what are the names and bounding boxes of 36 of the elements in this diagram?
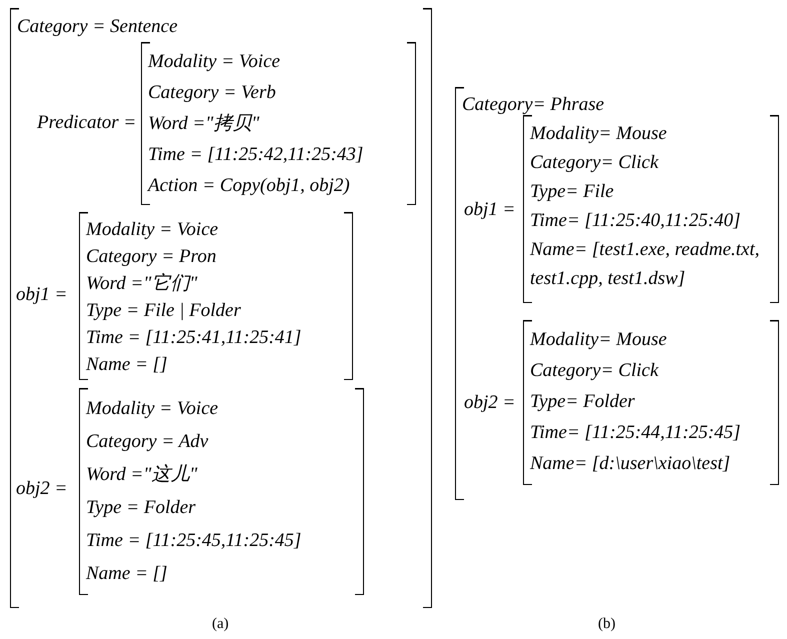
matrix-label: obj1 = <box>464 199 516 221</box>
attribute-row-text: Name= [test1.exe, readme.txt, test1.cpp, test1.dsw] <box>530 238 760 291</box>
attribute-row-text: Category= Phrase <box>462 93 604 117</box>
attribute-row-text: Category = Pron <box>86 245 216 269</box>
attribute-row-text: Type = File | Folder <box>86 299 241 323</box>
attribute-row-text: Category= Click <box>530 151 658 175</box>
attribute-row-text: Name= [d:\user\xiao\test] <box>530 452 730 476</box>
attribute-row-text: Category= Click <box>530 359 658 383</box>
attribute-row-text: Modality = Voice <box>86 397 218 421</box>
attribute-row-text: Type = Folder <box>86 496 196 520</box>
attribute-row-text: Word ="它们" <box>86 272 198 296</box>
attribute-row-text: Type= Folder <box>530 390 635 414</box>
attribute-row-text: Modality= Mouse <box>530 122 667 146</box>
attribute-row-text: Time= [11:25:44,11:25:45] <box>530 421 741 445</box>
attribute-row-text: Type= File <box>530 180 614 204</box>
attribute-row-text: Time= [11:25:40,11:25:40] <box>530 209 741 233</box>
attribute-row-text: Category = Adv <box>86 430 208 454</box>
attribute-row-text: Category = Verb <box>148 81 276 105</box>
matrix-label: Predicator = <box>37 112 136 134</box>
matrix-label: obj2 = <box>464 392 516 414</box>
attribute-row-text: Modality= Mouse <box>530 328 667 352</box>
attribute-row-text: Time = [11:25:41,11:25:41] <box>86 326 302 350</box>
matrix-label: obj2 = <box>16 478 68 500</box>
attribute-row-text: Name = [] <box>86 353 168 377</box>
attribute-row-text: Time = [11:25:45,11:25:45] <box>86 529 302 553</box>
attribute-row-text: Name = [] <box>86 562 168 586</box>
attribute-row-text: Word ="拷贝" <box>148 112 260 136</box>
attribute-row-text: Category = Sentence <box>17 15 178 39</box>
panel-label: (a) <box>212 616 229 633</box>
attribute-row-text: Action = Copy(obj1, obj2) <box>148 174 350 198</box>
attribute-row-text: Modality = Voice <box>148 50 280 74</box>
attribute-row-text: Modality = Voice <box>86 218 218 242</box>
attribute-row-text: Word ="这儿" <box>86 463 198 487</box>
matrix-label: obj1 = <box>16 284 68 306</box>
panel-label: (b) <box>598 616 616 633</box>
attribute-row-text: Time = [11:25:42,11:25:43] <box>148 143 364 167</box>
